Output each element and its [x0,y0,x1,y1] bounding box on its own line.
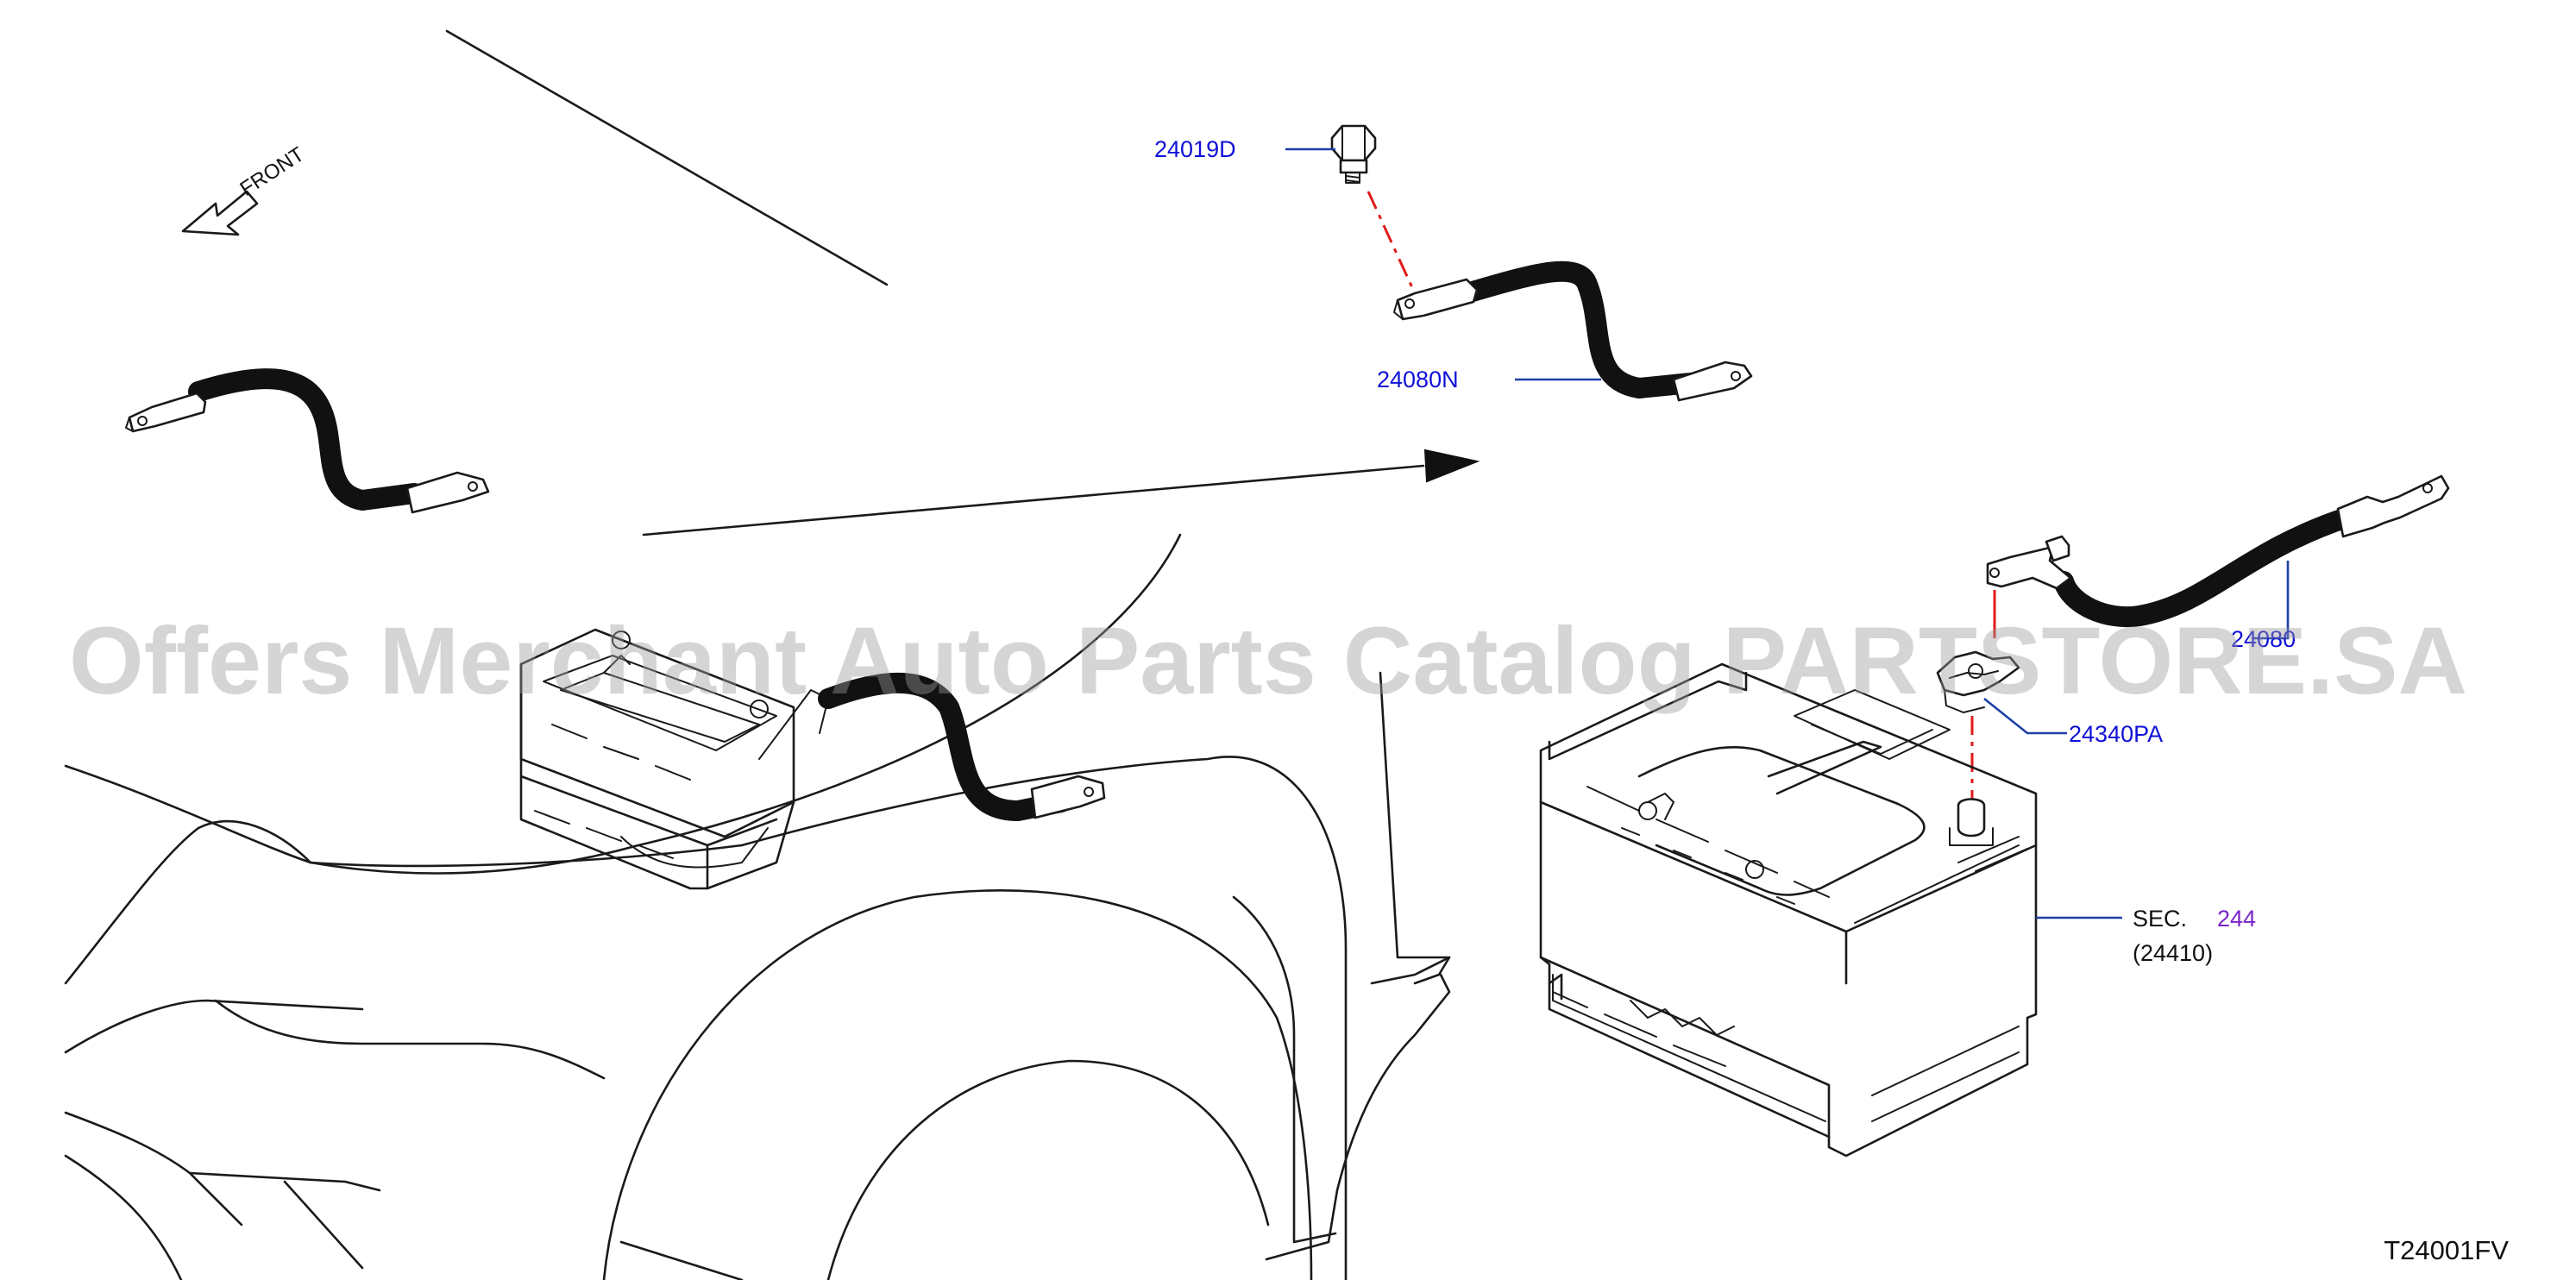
bolt-centerline [1367,191,1417,294]
section-reference[interactable]: SEC. 244 (24410) [2133,906,2256,966]
section-part-number: (24410) [2133,940,2213,966]
front-arrow-icon [181,190,259,236]
section-number-link[interactable]: 244 [2217,906,2256,932]
front-direction-indicator: FRONT [181,142,309,236]
installed-battery [519,628,829,890]
label-24340pa[interactable]: 24340PA [2069,721,2163,747]
terminal-24340pa[interactable] [1936,650,2020,713]
front-label: FRONT [236,142,309,201]
battery-24410[interactable] [1539,662,2038,1158]
leader-lines [1285,147,2290,919]
section-prefix: SEC. [2133,906,2187,932]
bolt-24019d[interactable] [1330,124,1377,184]
label-24019d[interactable]: 24019D [1154,136,1236,162]
cable-24080[interactable] [1986,474,2450,628]
vehicle-body-outline [64,29,1451,1280]
figure-code: T24001FV [2384,1235,2509,1265]
cable-left-detail [125,368,490,514]
cable-24080n[interactable] [1393,260,1753,402]
installed-cable [818,672,1071,821]
explode-arrow [642,449,1480,536]
label-24080n[interactable]: 24080N [1377,367,1459,392]
watermark-text: Offers Merchant Auto Parts Catalog PARTS… [69,608,2467,714]
label-24080[interactable]: 24080 [2231,626,2296,652]
installed-cable-terminal [1030,775,1106,819]
